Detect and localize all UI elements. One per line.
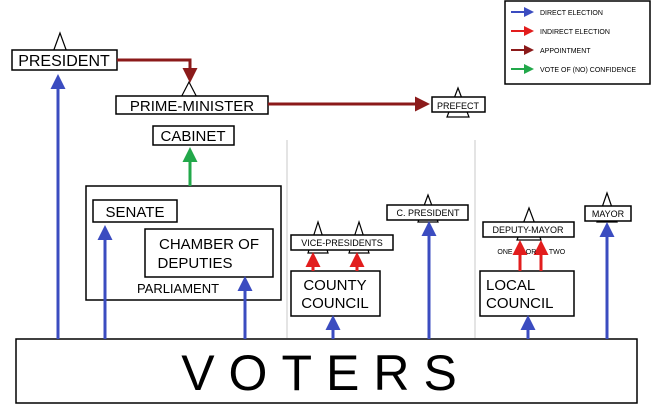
county-council-box: [290, 270, 381, 317]
or-label: OR: [526, 249, 537, 256]
prefect-label: PREFECT: [437, 101, 480, 111]
president-label: PRESIDENT: [18, 53, 110, 70]
one-label: ONE: [497, 249, 513, 256]
county-council-label-1: COUNTY: [303, 277, 366, 294]
arrow-president-pm: [117, 58, 198, 83]
chamber-box: [144, 228, 274, 278]
parliament-label: PARLIAMENT: [137, 281, 219, 296]
prime-minister-label: PRIME-MINISTER: [130, 98, 254, 115]
county-council-label-2: COUNCIL: [301, 295, 369, 312]
cabinet-box: [152, 125, 235, 146]
local-council-label-1: LOCAL: [486, 277, 535, 294]
county-president-label: C. PRESIDENT: [396, 208, 460, 218]
legend-direct: DIRECT ELECTION: [540, 10, 603, 17]
senate-box: [92, 199, 178, 223]
prefect-box: [431, 96, 486, 113]
mayor-label: MAYOR: [592, 209, 625, 219]
deputy-mayor-box: [482, 221, 575, 238]
legend: DIRECT ELECTION INDIRECT ELECTION APPOIN…: [504, 0, 651, 85]
mayor-box: [584, 205, 632, 222]
vice-presidents-label: VICE-PRESIDENTS: [301, 238, 383, 248]
two-label: TWO: [549, 249, 566, 256]
voters-label: VOTERS: [181, 345, 471, 401]
legend-confidence: VOTE OF (NO) CONFIDENCE: [540, 67, 636, 74]
county-president-box: [386, 204, 469, 221]
cabinet-label: CABINET: [160, 128, 225, 145]
voters-box: [15, 338, 638, 404]
local-council-box: [479, 270, 575, 317]
legend-appointment: APPOINTMENT: [540, 48, 591, 55]
chamber-label-1: CHAMBER OF: [159, 236, 259, 253]
chamber-label-2: DEPUTIES: [157, 255, 232, 272]
deputy-mayor-label: DEPUTY-MAYOR: [492, 225, 564, 235]
vice-presidents-box: [290, 234, 394, 251]
legend-indirect: INDIRECT ELECTION: [540, 29, 610, 36]
senate-label: SENATE: [106, 204, 165, 221]
local-council-label-2: COUNCIL: [486, 295, 554, 312]
